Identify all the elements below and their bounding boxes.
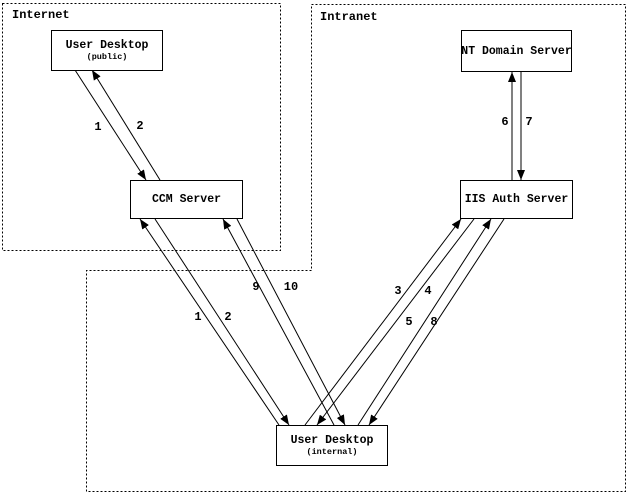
- arrow-9-internal-desktop-to-ccm: [222, 218, 335, 426]
- intranet-zone-border: [86, 4, 626, 492]
- edge-label-step-7: 7: [525, 115, 533, 129]
- arrow-3-internal-desktop-to-iis: [304, 218, 462, 426]
- edge-label-step-5: 5: [405, 315, 413, 329]
- internet-zone-label: Internet: [12, 8, 70, 22]
- node-title: CCM Server: [151, 193, 221, 206]
- node-nt-domain-server: NT Domain Server: [461, 30, 572, 72]
- edge-label-step-8: 8: [430, 315, 438, 329]
- edge-label-step-6: 6: [501, 115, 509, 129]
- internet-zone-border: [2, 3, 281, 251]
- edge-label-step-10: 10: [283, 280, 299, 294]
- node-title: User Desktop: [290, 434, 374, 447]
- node-user-desktop-public: User Desktop (public): [51, 30, 163, 71]
- edge-label-step-2-internal: 2: [224, 310, 232, 324]
- node-subtitle: (internal): [306, 447, 358, 457]
- arrow-4-iis-to-internal-desktop: [316, 218, 475, 426]
- arrow-5-internal-desktop-to-iis: [357, 218, 492, 426]
- node-ccm-server: CCM Server: [130, 180, 243, 219]
- edge-label-step-4: 4: [424, 284, 432, 298]
- edge-label-step-2-public: 2: [136, 119, 144, 133]
- edge-label-step-3: 3: [394, 284, 402, 298]
- node-title: NT Domain Server: [461, 44, 572, 58]
- node-subtitle: (public): [86, 52, 128, 62]
- node-title: User Desktop: [65, 39, 149, 52]
- intranet-zone-label: Intranet: [320, 10, 378, 24]
- edge-label-step-1-internal: 1: [194, 310, 202, 324]
- arrow-8-iis-to-internal-desktop: [368, 218, 505, 426]
- arrow-1-public-desktop-to-ccm: [74, 69, 147, 181]
- arrow-10-ccm-to-internal-desktop: [236, 218, 346, 426]
- arrow-1-internal-desktop-to-ccm: [139, 218, 280, 426]
- arrow-2-ccm-to-internal-desktop: [154, 218, 290, 426]
- edge-label-step-9: 9: [252, 280, 260, 294]
- node-iis-auth-server: IIS Auth Server: [460, 180, 573, 219]
- node-user-desktop-internal: User Desktop (internal): [276, 425, 388, 466]
- node-title: IIS Auth Server: [464, 193, 569, 206]
- edge-label-step-1-public: 1: [94, 120, 102, 134]
- arrow-2-ccm-to-public-desktop: [91, 69, 161, 181]
